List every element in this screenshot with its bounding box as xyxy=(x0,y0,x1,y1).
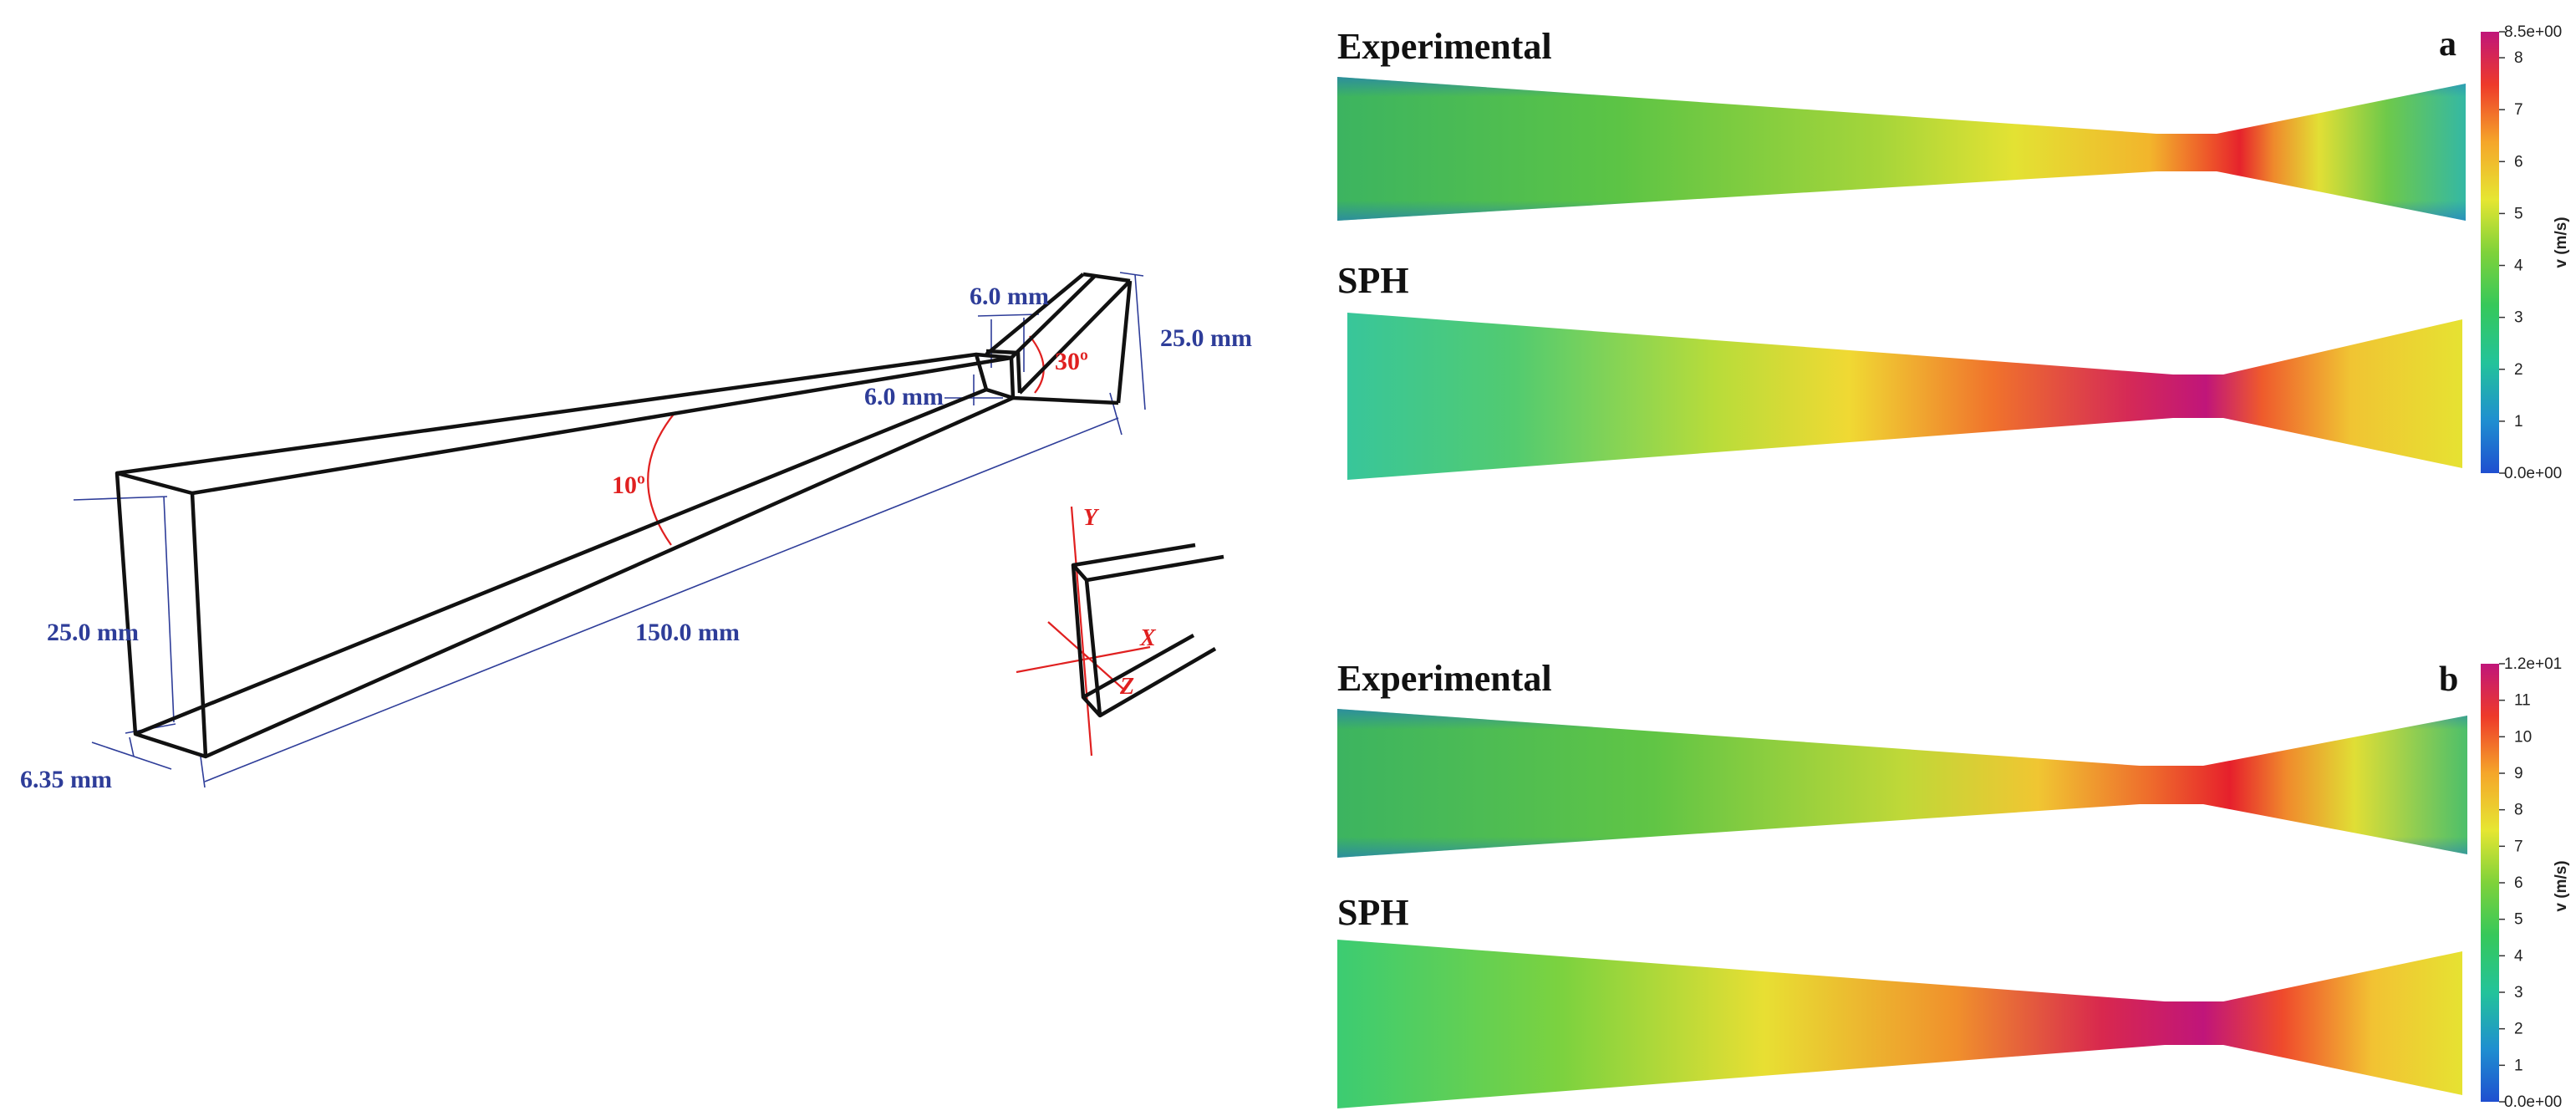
divergent-angle-arc xyxy=(1029,335,1045,394)
panel-b-colorbar-max: 1.2e+01 xyxy=(2504,655,2562,673)
panel-a-colorbar-scale xyxy=(2481,32,2499,473)
panel-a-colorbar-label: v (m/s) xyxy=(2553,217,2570,268)
panel-b-letter: b xyxy=(2439,660,2458,699)
colorbar-tick-label: 1 xyxy=(2514,413,2523,431)
panel-b-colorbar-label: v (m/s) xyxy=(2553,860,2570,911)
panel-a-experimental-title: Experimental xyxy=(1337,26,1552,67)
panel-a-letter: a xyxy=(2439,25,2456,64)
dim-inlet-height-label: 25.0 mm xyxy=(47,619,139,646)
colorbar-tick-label: 6 xyxy=(2514,874,2523,892)
panel-a-colorbar: 8.5e+00 0.0e+00 1 2 3 4 5 6 7 8 v (m/s) xyxy=(2481,23,2570,482)
panel-b-experimental-title: Experimental xyxy=(1337,658,1552,699)
panel-a-colorbar-max: 8.5e+00 xyxy=(2504,23,2562,41)
colorbar-tick-label: 4 xyxy=(2514,947,2523,965)
panel-b-experimental-field xyxy=(1337,709,2467,858)
panel-b-sph-field xyxy=(1337,940,2462,1108)
geometry-drawing: 150.0 mm 25.0 mm 6.35 mm 6.0 mm 6.0 mm 2… xyxy=(20,272,1252,793)
colorbar-tick-label: 3 xyxy=(2514,984,2523,1001)
dim-throat-height-label: 6.0 mm xyxy=(864,383,944,410)
axis-y-label: Y xyxy=(1083,505,1100,531)
colorbar-tick-label: 6 xyxy=(2514,153,2523,171)
axis-z-label: Z xyxy=(1119,674,1134,700)
angle-divergent-label: 30º xyxy=(1055,348,1088,375)
dimension-lines xyxy=(73,272,1146,788)
colorbar-tick-label: 1 xyxy=(2514,1057,2523,1074)
dim-outlet-height-label: 25.0 mm xyxy=(1160,324,1252,352)
panel-b: Experimental b SPH 1.2e+01 0.0e+00 1 2 3 4 5… xyxy=(1337,655,2570,1111)
panel-b-colorbar: 1.2e+01 0.0e+00 1 2 3 4 5 6 7 8 9 10 11 v (m/s) xyxy=(2481,655,2570,1111)
coordinate-axes-inset: Y X Z xyxy=(1016,505,1224,757)
colorbar-tick-label: 2 xyxy=(2514,361,2523,379)
colorbar-tick-label: 5 xyxy=(2514,205,2523,222)
dim-throat-width-label: 6.0 mm xyxy=(970,283,1049,310)
panel-a-sph-field xyxy=(1347,313,2462,480)
panel-a: Experimental a SPH 8.5e+00 0.0e+00 1 2 3 4 5… xyxy=(1337,23,2570,482)
panel-b-colorbar-scale xyxy=(2481,664,2499,1102)
panel-b-sph-title: SPH xyxy=(1337,892,1409,933)
panel-a-sph-title: SPH xyxy=(1337,260,1409,301)
axis-x-label: X xyxy=(1139,625,1157,651)
convergent-angle-arc xyxy=(647,411,676,546)
panel-b-colorbar-min: 0.0e+00 xyxy=(2504,1093,2562,1111)
colorbar-tick-label: 9 xyxy=(2514,765,2523,782)
colorbar-tick-label: 5 xyxy=(2514,911,2523,929)
dim-depth-label: 6.35 mm xyxy=(20,766,112,793)
panel-a-experimental-field xyxy=(1337,77,2466,221)
channel-edges xyxy=(115,272,1133,759)
panel-a-colorbar-ticks: 1 2 3 4 5 6 7 8 xyxy=(2499,31,2523,474)
colorbar-tick-label: 7 xyxy=(2514,838,2523,855)
dim-length-label: 150.0 mm xyxy=(635,619,740,646)
colorbar-tick-label: 3 xyxy=(2514,309,2523,327)
colorbar-tick-label: 2 xyxy=(2514,1021,2523,1038)
colorbar-tick-label: 7 xyxy=(2514,101,2523,119)
colorbar-tick-label: 4 xyxy=(2514,257,2523,275)
angle-convergent-label: 10º xyxy=(612,471,645,499)
colorbar-tick-label: 8 xyxy=(2514,49,2523,67)
panel-b-colorbar-ticks: 1 2 3 4 5 6 7 8 9 10 11 xyxy=(2499,663,2532,1103)
colorbar-tick-label: 10 xyxy=(2514,728,2532,746)
angle-arcs xyxy=(647,335,1045,546)
colorbar-tick-label: 11 xyxy=(2514,692,2531,710)
panel-a-colorbar-min: 0.0e+00 xyxy=(2504,465,2562,482)
colorbar-tick-label: 8 xyxy=(2514,802,2523,819)
